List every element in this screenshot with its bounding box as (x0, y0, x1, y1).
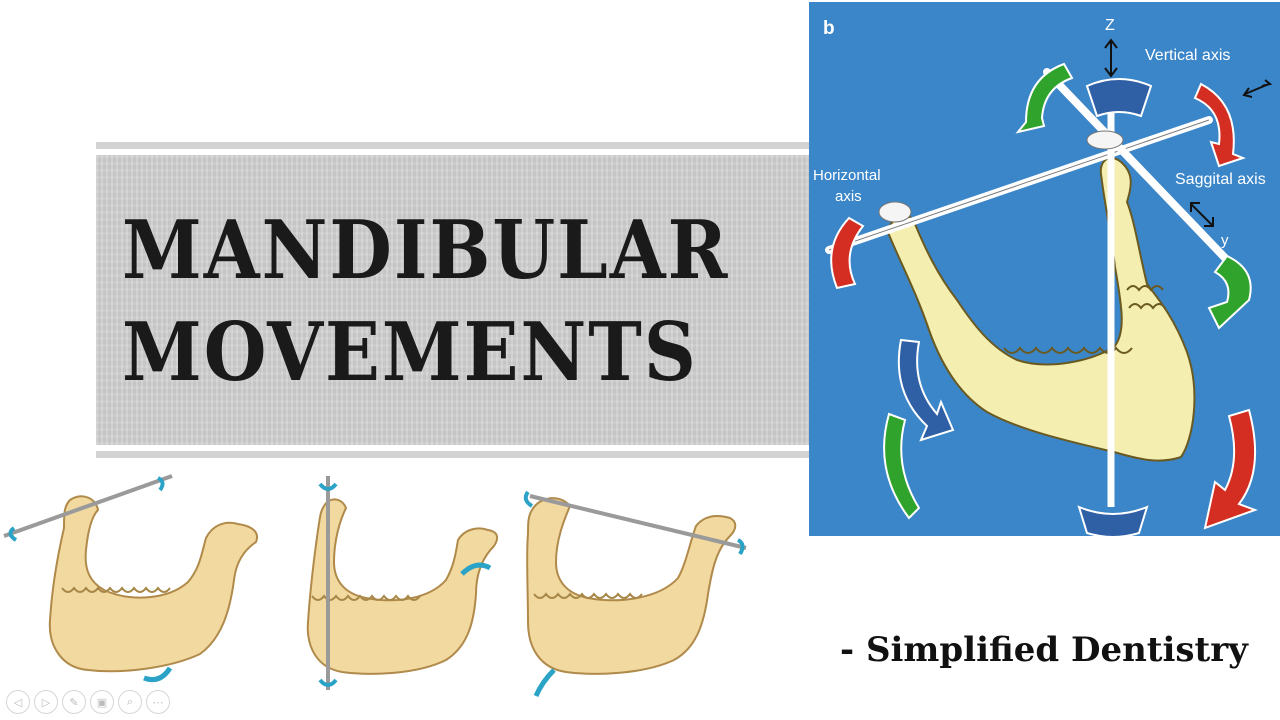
jaw-teeth (533, 592, 643, 599)
next-icon[interactable]: ▷ (34, 690, 58, 714)
jaw-figure-sagittal (523, 490, 747, 698)
title-line-1: MANDIBULAR (122, 201, 730, 298)
previous-icon[interactable]: ◁ (6, 690, 30, 714)
panel-label: b (823, 18, 835, 39)
title-band: MANDIBULAR MOVEMENTS (96, 142, 810, 458)
horizontal-axis-rod-edge (828, 119, 1210, 251)
top-stripe (96, 142, 810, 149)
rotation-arrow (318, 482, 338, 491)
axis-hub (1086, 130, 1124, 150)
red-arrow-left (830, 216, 865, 290)
rotation-arrow (523, 490, 534, 508)
axis-rod (3, 474, 173, 538)
player-controls: ◁ ▷ ✎ ▣ ⌕ ⋯ (6, 690, 170, 714)
rotation-arrow (736, 538, 745, 556)
z-label: Z (1105, 17, 1115, 34)
green-arrow-upper-left (1015, 62, 1074, 134)
rotation-arrow (156, 476, 165, 492)
bottom-stripe (96, 451, 810, 458)
jaw-bone (48, 495, 258, 673)
more-icon[interactable]: ⋯ (146, 690, 170, 714)
rotation-arrow (8, 526, 18, 542)
slide-title: MANDIBULAR MOVEMENTS (122, 199, 729, 403)
title-line-2: MOVEMENTS (122, 303, 698, 400)
y-label: y (1221, 232, 1229, 249)
axis-rod (529, 494, 747, 550)
green-arrow-right (1207, 254, 1252, 330)
slides-icon[interactable]: ▣ (90, 690, 114, 714)
x-double-arrow (1242, 79, 1273, 98)
credit-text: - Simplified Dentistry (840, 630, 1248, 670)
blue-arrow-lower-left (897, 338, 955, 442)
mandible-shape (885, 156, 1196, 462)
horizontal-axis-label-line-1: Horizontal (813, 167, 881, 184)
left-hub (878, 201, 912, 223)
vertical-axis-blue-arrow-top (1085, 78, 1153, 118)
jaw-bone (306, 498, 499, 675)
z-double-arrow (1104, 38, 1118, 78)
jaw-figure-horizontal (3, 474, 258, 683)
axis-diagram: b Z Vertical axis Horizontal axis Saggit… (809, 2, 1280, 536)
red-arrow-upper-right (1193, 82, 1246, 168)
rotation-arrow (533, 668, 556, 698)
jaw-figure-vertical (306, 476, 499, 690)
y-double-arrow (1190, 202, 1214, 227)
red-arrow-lower-right (1203, 408, 1258, 530)
green-arrow-lower-left (883, 412, 921, 520)
vertical-axis-blue-arrow-bottom (1077, 505, 1149, 536)
zoom-icon[interactable]: ⌕ (118, 690, 142, 714)
sagittal-axis-rod (1043, 68, 1231, 264)
jaw-teeth (61, 586, 171, 593)
rotation-arrow (143, 666, 173, 683)
horizontal-axis-label-line-2: axis (835, 188, 862, 205)
rotation-arrow (460, 562, 492, 576)
molar-row (1126, 285, 1166, 310)
title-block: MANDIBULAR MOVEMENTS (96, 155, 810, 445)
vertical-axis-label: Vertical axis (1145, 47, 1230, 64)
pen-icon[interactable]: ✎ (62, 690, 86, 714)
axis-diagram-svg: b Z Vertical axis Horizontal axis Saggit… (809, 2, 1280, 536)
saggital-axis-label: Saggital axis (1175, 171, 1266, 188)
jaw-bone (526, 497, 737, 675)
jaw-figure-row (0, 470, 800, 710)
rotation-arrow (318, 678, 338, 687)
